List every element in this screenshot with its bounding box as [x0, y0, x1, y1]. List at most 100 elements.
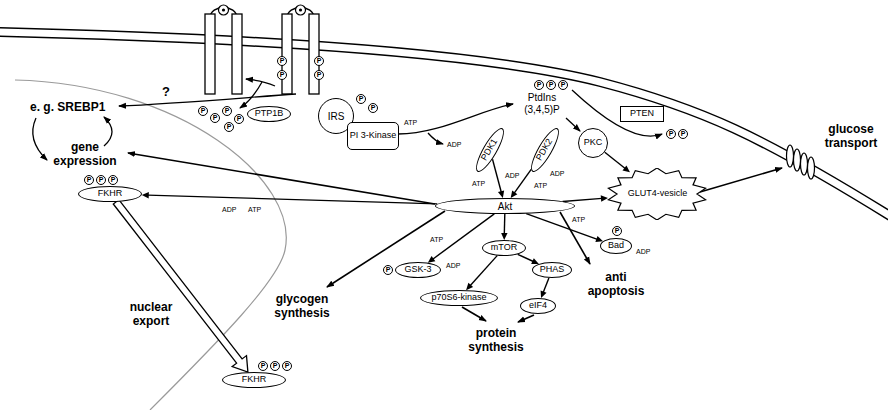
insulin-receptor — [309, 14, 319, 94]
leader-arrow — [33, 118, 47, 160]
leader-arrow — [518, 315, 534, 322]
arrow-shaft — [493, 159, 502, 192]
nucleotide-label: ADP — [505, 172, 519, 180]
leader-arrow — [33, 79, 782, 322]
pathway-arrow — [113, 200, 248, 372]
arrow-head — [142, 192, 149, 198]
leader-arrow — [566, 118, 580, 131]
protein-name: PKC — [584, 138, 603, 148]
phosphate-group: P — [270, 361, 280, 371]
pathway-label: e. g. SREBP1 — [30, 100, 105, 114]
nucleotide-label: ADP — [550, 170, 564, 178]
glucose-transporter — [787, 145, 815, 179]
phosphate-group: P — [224, 122, 234, 132]
pathway-label: gene expression — [50, 140, 120, 168]
pathway-arrow — [428, 214, 494, 263]
protein-oval: Akt — [435, 198, 575, 214]
pathway-label: anti apoptosis — [584, 270, 648, 298]
phosphate-group: P — [546, 80, 556, 90]
glucose-transporter — [794, 149, 801, 171]
arrow-shaft — [504, 214, 506, 234]
nucleotide-label: ATP — [430, 236, 443, 244]
phosphate-group: P — [368, 103, 378, 113]
insulin-receptor — [282, 5, 319, 94]
pathway-arrow — [142, 192, 438, 204]
protein-name: PTEN — [630, 109, 654, 119]
pathway-label: protein synthesis — [464, 326, 528, 354]
arrow-head — [466, 283, 473, 290]
nucleotide-label: ADP — [222, 206, 236, 214]
protein-name: FKHR — [98, 189, 123, 199]
protein-name: p70S6-kinase — [431, 293, 486, 303]
insulin-receptor — [299, 8, 302, 11]
arrow-shaft — [470, 256, 497, 286]
phosphate-group: P — [210, 113, 220, 123]
vesicle-burst: GLUT4-vesicle — [607, 168, 707, 220]
nucleus-envelope — [15, 80, 286, 410]
arrow-shaft — [518, 254, 534, 261]
protein-name: IRS — [328, 111, 345, 122]
phosphate-group: P — [383, 265, 393, 275]
protein-name: PDK1 — [480, 137, 500, 162]
arrow-shaft — [543, 278, 549, 293]
protein-oval: eIF4 — [520, 298, 556, 314]
phosphate-group: P — [258, 361, 268, 371]
protein-oval: GSK-3 — [395, 262, 441, 278]
leader-arrow — [119, 94, 296, 106]
phosphate-group: P — [222, 106, 232, 116]
protein-name: PTP1B — [255, 109, 284, 119]
insulin-receptor — [296, 5, 306, 15]
protein-oval: PDK2 — [526, 125, 563, 175]
insulin-receptor — [205, 14, 215, 94]
phosphate-group: P — [314, 56, 324, 66]
insulin-receptor — [222, 8, 225, 11]
phosphate-group: P — [282, 361, 292, 371]
pathway-arrow — [466, 256, 497, 291]
plasma-membrane — [0, 32, 888, 219]
glucose-transporter — [808, 157, 815, 179]
phosphate-group: P — [558, 80, 568, 90]
protein-name: PI 3-Kinase — [350, 131, 397, 141]
protein-name: PDK2 — [535, 137, 555, 162]
protein-name: eIF4 — [529, 301, 547, 311]
protein-oval: Bad — [600, 238, 632, 254]
protein-name: mTOR — [491, 243, 517, 253]
arrow-shaft — [526, 214, 597, 240]
protein-name: GLUT4-vesicle — [628, 189, 688, 199]
leader-arrow — [428, 133, 443, 144]
vesicle-outline — [609, 168, 706, 220]
pathway-arrow — [526, 214, 603, 242]
plasma-membrane — [0, 32, 888, 219]
nucleotide-label: ATP — [248, 206, 261, 214]
protein-oval: FKHR — [222, 372, 286, 388]
protein-circle: PKC — [578, 128, 608, 158]
phosphate-group: P — [534, 80, 544, 90]
arrow-head — [601, 195, 608, 201]
protein-box: PTEN — [620, 106, 664, 122]
glucose-transporter — [801, 153, 808, 175]
pathway-arrow — [563, 195, 608, 201]
insulin-receptor — [232, 14, 242, 94]
arrow-head — [498, 190, 504, 198]
glucose-transporter — [787, 145, 794, 167]
arrow-head — [622, 165, 629, 172]
pathway-label: nuclear export — [124, 300, 178, 328]
protein-oval: PHAS — [532, 262, 572, 278]
pathway-arrow — [501, 214, 507, 240]
nucleotide-label: ATP — [572, 216, 585, 224]
pathway-arrow — [541, 278, 549, 298]
phosphate-group: P — [96, 175, 106, 185]
phosphate-group: P — [234, 114, 244, 124]
insulin-receptor — [282, 14, 292, 94]
plasma-membrane — [0, 32, 888, 219]
protein-name: PHAS — [540, 265, 565, 275]
leader-arrow — [327, 211, 445, 287]
protein-oval: p70S6-kinase — [420, 290, 498, 306]
protein-name: Bad — [608, 241, 624, 251]
phosphate-group: P — [612, 226, 622, 236]
insulin-receptor — [219, 5, 229, 15]
pathway-label: PtdIns (3,4,5)P — [516, 92, 568, 115]
arrow-shaft — [605, 152, 625, 168]
phosphate-group: P — [277, 56, 287, 66]
